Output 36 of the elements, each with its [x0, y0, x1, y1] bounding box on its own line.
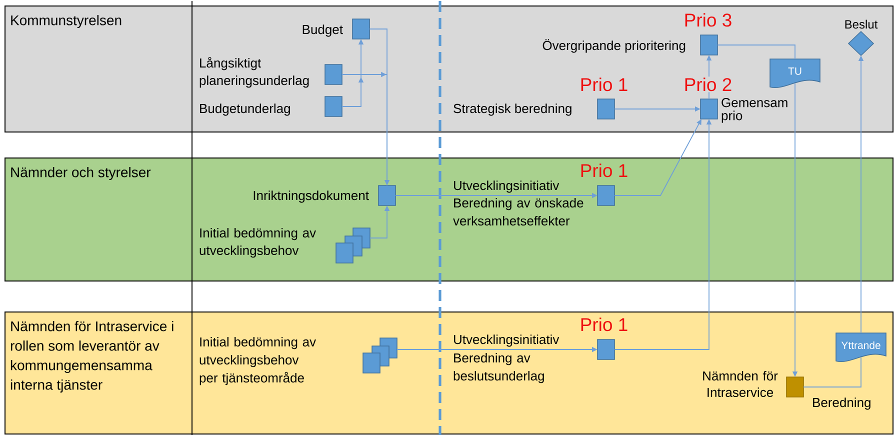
step-label: Budget — [302, 24, 343, 37]
step-label: Budgetunderlag — [200, 104, 290, 116]
priority-label: Prio 3 — [685, 13, 732, 27]
process-box — [700, 34, 718, 56]
document-stack — [336, 228, 370, 264]
step-label: Beredning av önskade verksamhetseffekter — [453, 198, 584, 226]
priority-label: Prio 1 — [581, 318, 628, 332]
step-label: Övergripande prioritering — [542, 39, 686, 53]
step-label: Nämnden för Intraservice — [703, 371, 778, 398]
process-box — [597, 98, 615, 120]
connector-line — [717, 44, 796, 60]
step-label: Långsiktigt planeringsunderlag — [200, 57, 309, 88]
step-label: Initial bedömning av utvecklingsbehov — [200, 228, 316, 258]
connector-line — [803, 356, 862, 388]
process-box — [597, 185, 615, 206]
process-box — [352, 18, 370, 40]
process-box — [324, 96, 342, 117]
step-label: Beslut — [845, 20, 878, 29]
step-label: Inriktningsdokument — [254, 190, 369, 203]
step-label: Gemensam prio — [722, 98, 788, 123]
step-label: Beredning av beslutsunderlag — [454, 353, 544, 384]
step-label: Utvecklingsinitiativ — [454, 334, 560, 347]
process-box — [324, 64, 342, 85]
edge-label: Beredning — [811, 396, 872, 411]
step-label: Utvecklingsinitiativ — [454, 180, 560, 193]
step-label: Initial bedömning av utvecklingsbehov per tjänsteområde — [200, 337, 316, 386]
priority-label: Prio 1 — [581, 164, 628, 178]
arrow — [342, 72, 388, 186]
step-label: Strategisk beredning — [454, 104, 572, 116]
process-box — [700, 98, 718, 120]
priority-label: Prio 1 — [581, 78, 628, 92]
document-stack — [362, 338, 398, 374]
process-box — [786, 376, 804, 398]
process-box — [378, 185, 396, 206]
process-box — [597, 339, 615, 360]
priority-label: Prio 2 — [682, 76, 734, 92]
